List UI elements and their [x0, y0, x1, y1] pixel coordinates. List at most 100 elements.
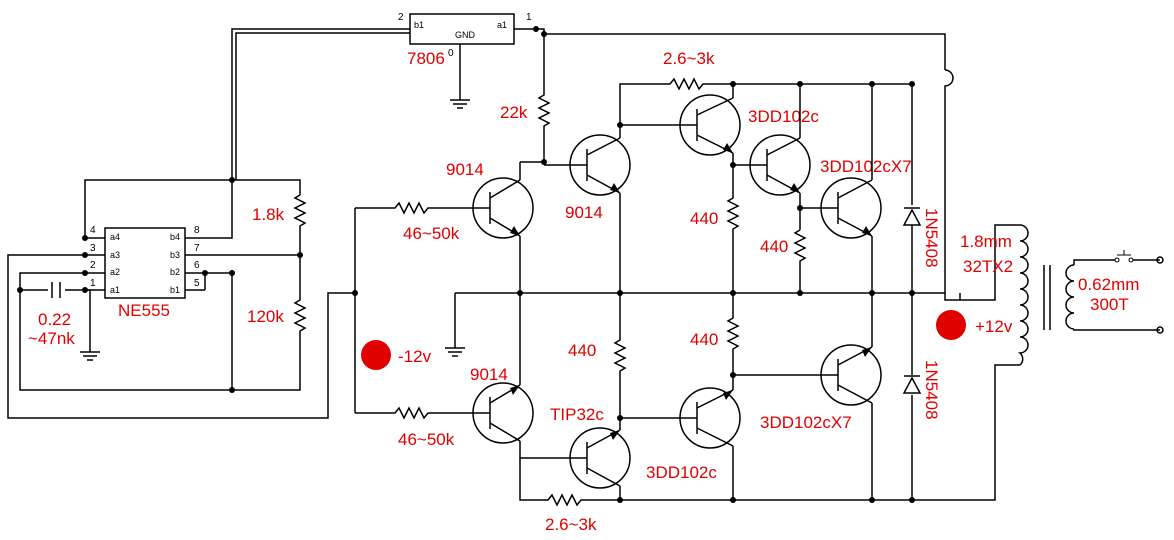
label-tx-primary-1: 1.8mm	[960, 232, 1012, 251]
resistor-440-b	[793, 229, 807, 293]
resistor-chain	[293, 194, 307, 340]
diode-bottom	[902, 375, 922, 394]
transistor-q5	[470, 382, 534, 444]
capacitor-timing	[51, 282, 61, 298]
label-440-c: 440	[568, 341, 596, 360]
terminal-minus12	[361, 340, 391, 370]
label-q1: 9014	[446, 160, 484, 179]
resistor-440-a	[726, 165, 740, 293]
wire-555-gnd	[85, 289, 91, 352]
ne555-pin-a3: a3	[110, 250, 120, 260]
ne555-num-6: 6	[194, 260, 200, 271]
wire-reg-in-2	[235, 32, 410, 180]
label-diode-bottom: 1N5408	[922, 360, 941, 420]
label-diode-top: 1N5408	[922, 208, 941, 268]
reg-pin-num-out: 1	[526, 12, 532, 23]
wire-reg-in	[231, 28, 410, 180]
resistor-fb-top	[619, 77, 733, 138]
ne555-left-leads	[85, 237, 105, 291]
label-440-a: 440	[690, 209, 718, 228]
reg-pin-gnd: GND	[455, 30, 476, 40]
label-q5: 9014	[470, 365, 508, 384]
label-fb-top: 2.6~3k	[663, 49, 715, 68]
label-r-120k: 120k	[247, 307, 284, 326]
wire-555-pin8	[205, 180, 233, 239]
cap-label-1: 0.22	[38, 310, 71, 329]
terminal-plus12	[936, 310, 966, 340]
label-r-in-top: 46~50k	[403, 224, 460, 243]
label-r-in-bottom: 46~50k	[398, 430, 455, 449]
transistor-q8	[733, 344, 882, 406]
transistor-q4	[800, 177, 882, 239]
reg-pin-num-in: 2	[398, 12, 404, 23]
wire-555-output	[7, 254, 355, 419]
ne555-chip: a4 a3 a2 a1 b4 b3 b2 b1 4 3 2 1 8 7 6 5 …	[90, 225, 200, 320]
ne555-num-2: 2	[90, 260, 96, 271]
label-r-1_8k: 1.8k	[252, 205, 285, 224]
transistor-q2	[544, 134, 631, 196]
ne555-pin-b4: b4	[170, 232, 180, 242]
wire-to-primary-top	[944, 224, 1020, 301]
ne555-num-8: 8	[194, 225, 200, 236]
label-minus12: -12v	[398, 347, 432, 366]
ne555-pin-b2: b2	[170, 267, 180, 277]
wire-555-trigger	[19, 272, 301, 391]
wire-555-pin6	[205, 272, 233, 390]
transformer-secondary	[1065, 264, 1075, 330]
resistor-in-top	[355, 201, 470, 215]
resistor-22k	[520, 34, 551, 163]
ne555-num-1: 1	[90, 278, 96, 289]
label-tx-secondary-1: 0.62mm	[1078, 275, 1139, 294]
label-440-d: 440	[690, 330, 718, 349]
ne555-pin-b3: b3	[170, 250, 180, 260]
wire-to-primary-bottom	[872, 364, 1020, 501]
regulator-label: 7806	[407, 49, 445, 68]
label-q3: 3DD102c	[748, 107, 819, 126]
cap-label-2: ~47nk	[28, 329, 75, 348]
ne555-pin-a2: a2	[110, 267, 120, 277]
ne555-pin-a1: a1	[110, 285, 120, 295]
label-q6: TIP32c	[550, 405, 604, 424]
ne555-num-3: 3	[90, 243, 96, 254]
transistor-q3	[620, 94, 741, 156]
transformer-primary	[1018, 224, 1029, 366]
resistor-440-d	[726, 293, 740, 390]
label-440-b: 440	[760, 237, 788, 256]
label-q2: 9014	[565, 203, 603, 222]
wire-secondary-top	[1073, 259, 1160, 265]
ne555-num-4: 4	[90, 225, 96, 236]
ne555-label: NE555	[118, 301, 170, 320]
regulator-7806: b1 GND a1 2 1 0 7806	[398, 12, 532, 68]
switch-output	[1114, 250, 1134, 263]
ground-symbol-555	[80, 351, 100, 361]
wire-q5	[519, 293, 580, 459]
transistor-q1	[470, 177, 534, 239]
output-terminal-1	[1156, 256, 1164, 264]
reg-pin-out: a1	[497, 20, 507, 30]
transistor-q7	[620, 387, 741, 449]
ne555-num-5: 5	[194, 278, 200, 289]
wire-right-rail	[944, 69, 954, 210]
wire-reg-out	[514, 28, 946, 70]
wire-555-pin4	[84, 179, 301, 238]
ne555-body	[104, 227, 186, 299]
label-q7: 3DD102c	[646, 463, 717, 482]
ne555-pin-b1: b1	[170, 285, 180, 295]
reg-pin-num-gnd: 0	[448, 48, 454, 59]
ne555-num-7: 7	[194, 243, 200, 254]
transistor-q4a	[733, 134, 811, 196]
ground-symbol-reg	[450, 99, 470, 109]
label-tx-secondary-2: 300T	[1090, 295, 1129, 314]
label-tx-primary-2: 32TX2	[963, 257, 1013, 276]
ne555-right-leads	[185, 237, 205, 291]
resistor-in-bottom	[355, 406, 470, 420]
transformer	[1018, 224, 1164, 366]
label-q4: 3DD102cX7	[820, 157, 912, 176]
label-22k: 22k	[500, 103, 528, 122]
ground-symbol-mid	[445, 347, 465, 357]
ne555-pin-a4: a4	[110, 232, 120, 242]
output-terminal-2	[1156, 326, 1164, 334]
wire-q4	[733, 83, 912, 293]
